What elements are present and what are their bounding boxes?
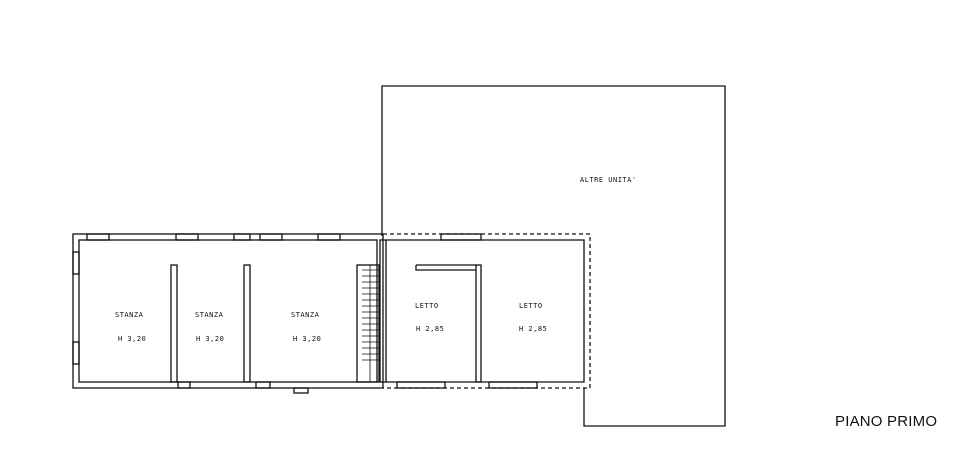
window [175, 233, 199, 241]
room-name: STANZA [115, 311, 144, 319]
partition-wall [170, 264, 178, 383]
window [396, 381, 446, 389]
window [255, 381, 271, 389]
outer-wall [72, 233, 384, 389]
window [72, 251, 80, 275]
staircase [356, 264, 380, 383]
window [317, 233, 341, 241]
bedroom-inner-wall [386, 239, 585, 383]
annex-label: ALTRE UNITA' [580, 176, 637, 184]
annex-outline [381, 85, 726, 427]
window [440, 233, 482, 241]
room-name: STANZA [195, 311, 224, 319]
room-height: H 2,85 [519, 325, 547, 333]
room-height: H 2,85 [416, 325, 444, 333]
stair-treads [362, 265, 379, 382]
window [177, 381, 191, 389]
bay [293, 387, 309, 394]
closet-wall [415, 264, 476, 271]
window [72, 341, 80, 365]
room-name: LETTO [415, 302, 439, 310]
partition-wall [475, 264, 482, 383]
window [233, 233, 251, 241]
dashed-boundary [383, 233, 591, 389]
room-height: H 3,20 [196, 335, 224, 343]
room-height: H 3,20 [293, 335, 321, 343]
window [86, 233, 110, 241]
room-name: LETTO [519, 302, 543, 310]
inner-wall-line [78, 239, 378, 383]
window [488, 381, 538, 389]
room-height: H 3,20 [118, 335, 146, 343]
partition-wall [243, 264, 251, 383]
partition-wall [379, 239, 387, 383]
window [259, 233, 283, 241]
room-name: STANZA [291, 311, 320, 319]
plan-title: PIANO PRIMO [835, 413, 938, 430]
